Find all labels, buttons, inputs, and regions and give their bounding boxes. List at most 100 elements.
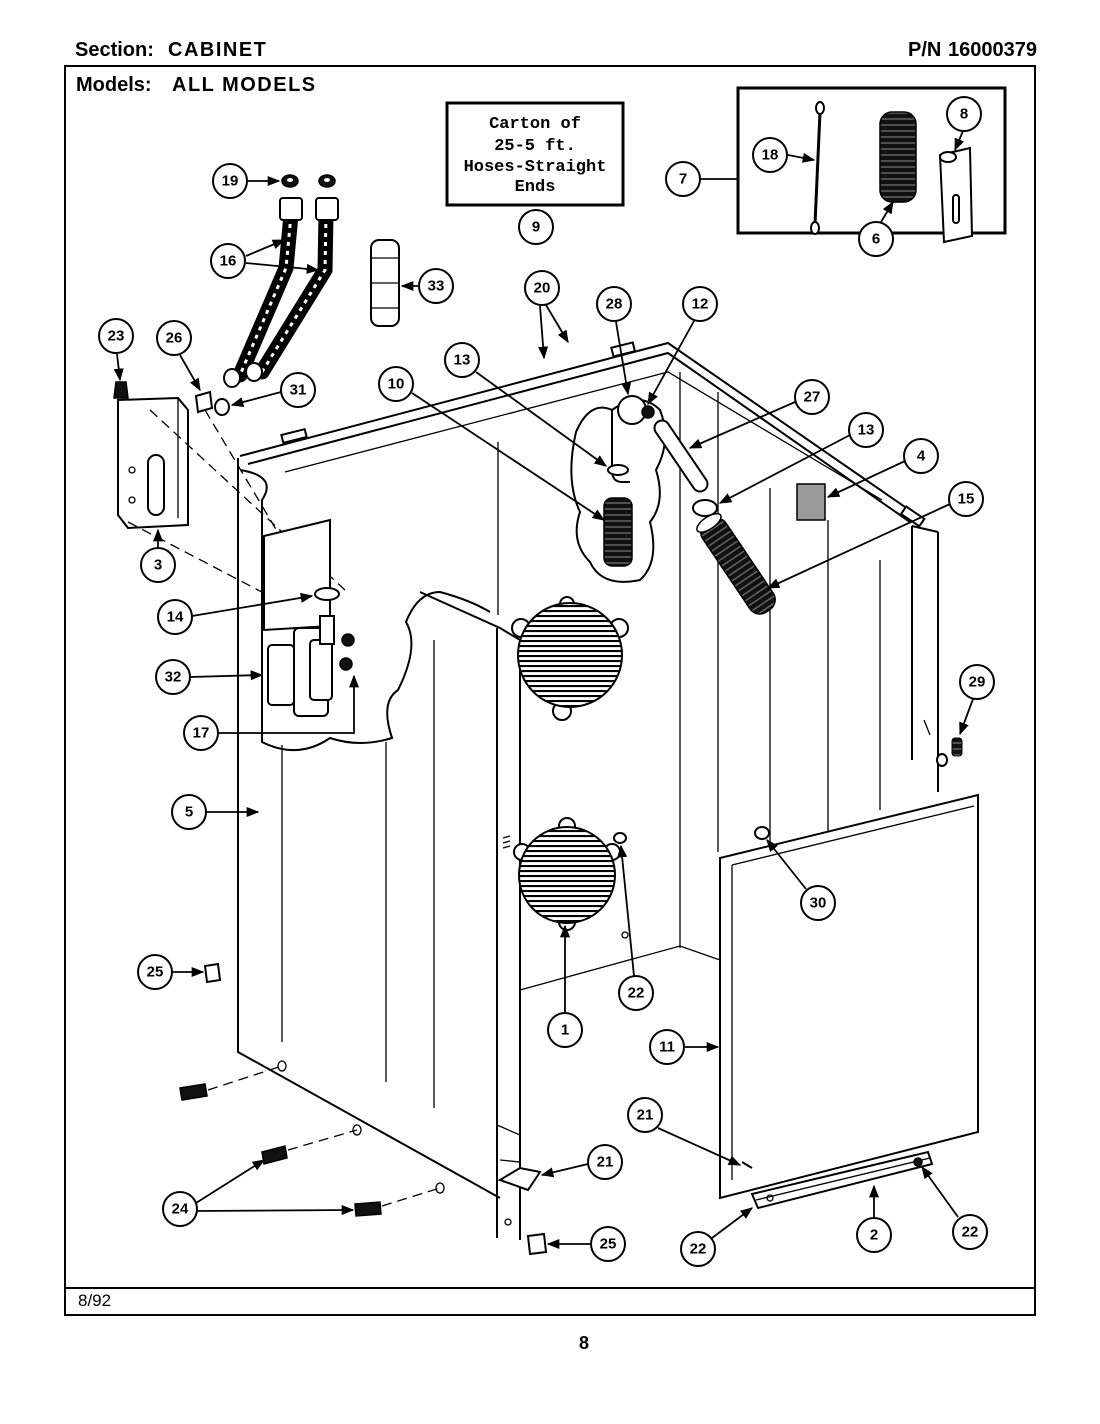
right-post-top bbox=[911, 525, 939, 533]
revision-date: 8/92 bbox=[78, 1291, 112, 1310]
tube-15 bbox=[696, 512, 776, 615]
tube-15-end bbox=[696, 512, 722, 533]
callout-circle bbox=[547, 1012, 583, 1048]
bracket-3-hole-1 bbox=[128, 466, 136, 474]
rim-inner-edge bbox=[247, 351, 911, 523]
washer-right-hole bbox=[324, 178, 330, 182]
callout-26: 26 bbox=[156, 320, 192, 356]
callout-17: 17 bbox=[183, 715, 219, 751]
callout-6: 6 bbox=[858, 221, 894, 257]
bracket-eye bbox=[939, 151, 957, 163]
leader-24-a bbox=[195, 1159, 266, 1204]
leader-18 bbox=[787, 152, 816, 163]
bumper-top-right bbox=[936, 753, 948, 767]
hose-left bbox=[232, 207, 299, 383]
leader-8 bbox=[954, 130, 965, 152]
leader-21-lower bbox=[540, 1163, 589, 1178]
rod-end-bottom bbox=[810, 221, 820, 235]
callout-29: 29 bbox=[959, 664, 995, 700]
wall-hole bbox=[621, 931, 629, 939]
leader-20-b bbox=[545, 304, 569, 344]
callout-circle bbox=[858, 221, 894, 257]
callout-label: 5 bbox=[185, 804, 193, 821]
callout-22-lower: 22 bbox=[680, 1231, 716, 1267]
callout-19: 19 bbox=[212, 163, 248, 199]
screw-24-c bbox=[354, 1201, 382, 1217]
leader-22-right bbox=[921, 1165, 959, 1218]
callout-label: 13 bbox=[454, 352, 471, 369]
callout-label: 30 bbox=[810, 895, 827, 912]
bracket-3-hole-2 bbox=[128, 496, 136, 504]
rim-tab-center bbox=[610, 341, 637, 358]
leader-4 bbox=[826, 460, 906, 498]
post-foot-tab bbox=[496, 1124, 521, 1163]
callout-label: 25 bbox=[600, 1236, 617, 1253]
cabinet-top-rim bbox=[239, 341, 926, 528]
part-number-label: P/N bbox=[908, 39, 942, 61]
front-panel-11 bbox=[719, 753, 979, 1200]
models-value: ALL MODELS bbox=[172, 74, 317, 96]
callout-21-right: 21 bbox=[627, 1097, 663, 1133]
bracket-alignment-line-1 bbox=[149, 409, 346, 591]
callout-circle bbox=[848, 412, 884, 448]
leader-23 bbox=[113, 353, 124, 382]
callout-circle bbox=[618, 975, 654, 1011]
bracket-3-slot bbox=[147, 454, 165, 516]
rail-inner-edge bbox=[755, 1157, 931, 1201]
panel-hole-1 bbox=[277, 1060, 287, 1072]
callout-circle bbox=[137, 954, 173, 990]
valve-mount-plate bbox=[263, 518, 331, 632]
counterweight-lower-1 bbox=[513, 817, 621, 931]
leader-12 bbox=[647, 320, 695, 406]
hose-right-fitting bbox=[315, 197, 339, 221]
callout-20: 20 bbox=[524, 270, 560, 306]
leader-29 bbox=[959, 698, 974, 736]
callout-10: 10 bbox=[378, 366, 414, 402]
rim-outer-edge bbox=[239, 341, 919, 517]
leader-6 bbox=[880, 200, 894, 223]
leader-14 bbox=[191, 592, 314, 617]
callout-28: 28 bbox=[596, 286, 632, 322]
carton-line-1: Carton of bbox=[489, 115, 581, 134]
callout-label: 32 bbox=[165, 669, 182, 686]
hose-27 bbox=[655, 421, 707, 491]
leader-22-mid bbox=[617, 844, 635, 977]
screw-24-b bbox=[261, 1145, 288, 1165]
inlet-assembly-28 bbox=[607, 395, 718, 517]
leader-30 bbox=[766, 839, 807, 890]
callout-label: 23 bbox=[108, 328, 125, 345]
callout-circle bbox=[210, 243, 246, 279]
valve-solenoid-right bbox=[309, 639, 333, 701]
callout-circle bbox=[752, 137, 788, 173]
callout-circle bbox=[162, 1191, 198, 1227]
leader-27 bbox=[688, 401, 796, 449]
callout-circle bbox=[665, 161, 701, 197]
carton-frame bbox=[445, 101, 625, 207]
callout-circle bbox=[596, 286, 632, 322]
callout-16: 16 bbox=[210, 243, 246, 279]
callout-label: 15 bbox=[958, 491, 975, 508]
callout-label: 29 bbox=[969, 674, 986, 691]
callout-4: 4 bbox=[903, 438, 939, 474]
callout-label: 22 bbox=[962, 1224, 979, 1241]
callout-circle bbox=[946, 96, 982, 132]
washers-19 bbox=[281, 174, 336, 188]
clamp-13-right bbox=[692, 499, 718, 517]
carton-line-4: Ends bbox=[515, 178, 556, 197]
callout-label: 31 bbox=[290, 382, 307, 399]
callout-circle bbox=[952, 1214, 988, 1250]
callout-label: 11 bbox=[659, 1039, 675, 1056]
callout-25-upper: 25 bbox=[137, 954, 173, 990]
cutaway-left bbox=[239, 469, 491, 752]
callout-circle bbox=[98, 318, 134, 354]
callout-circle bbox=[418, 268, 454, 304]
callout-25-lower: 25 bbox=[590, 1226, 626, 1262]
callout-label: 24 bbox=[172, 1201, 189, 1218]
page-frame bbox=[64, 65, 1036, 1316]
callout-label: 2 bbox=[870, 1227, 878, 1244]
section-name: CABINET bbox=[168, 39, 268, 61]
fitting-26 bbox=[194, 390, 214, 414]
callout-23: 23 bbox=[98, 318, 134, 354]
callout-2: 2 bbox=[856, 1217, 892, 1253]
